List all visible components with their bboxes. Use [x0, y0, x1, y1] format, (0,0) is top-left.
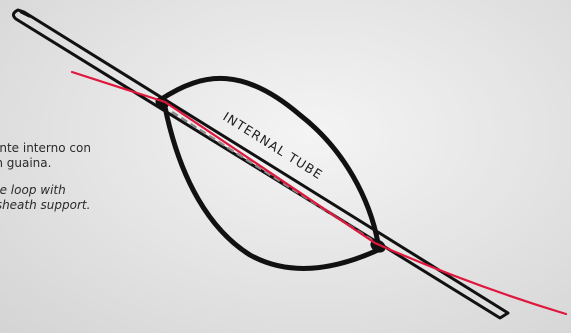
- sheath-needle: [11, 8, 510, 320]
- caption-italian-line-2: in guaina.: [0, 156, 52, 170]
- caption-italian-line-1: ante interno con: [0, 141, 91, 155]
- caption-block: ante interno con in guaina. ne loop with…: [0, 141, 192, 213]
- sheath-loop-upper: [157, 75, 381, 246]
- needle-eye: [19, 11, 31, 18]
- caption-english-line-1: ne loop with: [0, 183, 66, 197]
- red-line: [70, 70, 568, 316]
- sheath-loop-lower: [162, 104, 381, 271]
- caption-english-line-2: sheath support.: [0, 198, 91, 212]
- caption-italian: ante interno con in guaina.: [0, 141, 192, 171]
- caption-english: ne loop with sheath support.: [0, 183, 192, 213]
- internal-tube: [171, 110, 373, 242]
